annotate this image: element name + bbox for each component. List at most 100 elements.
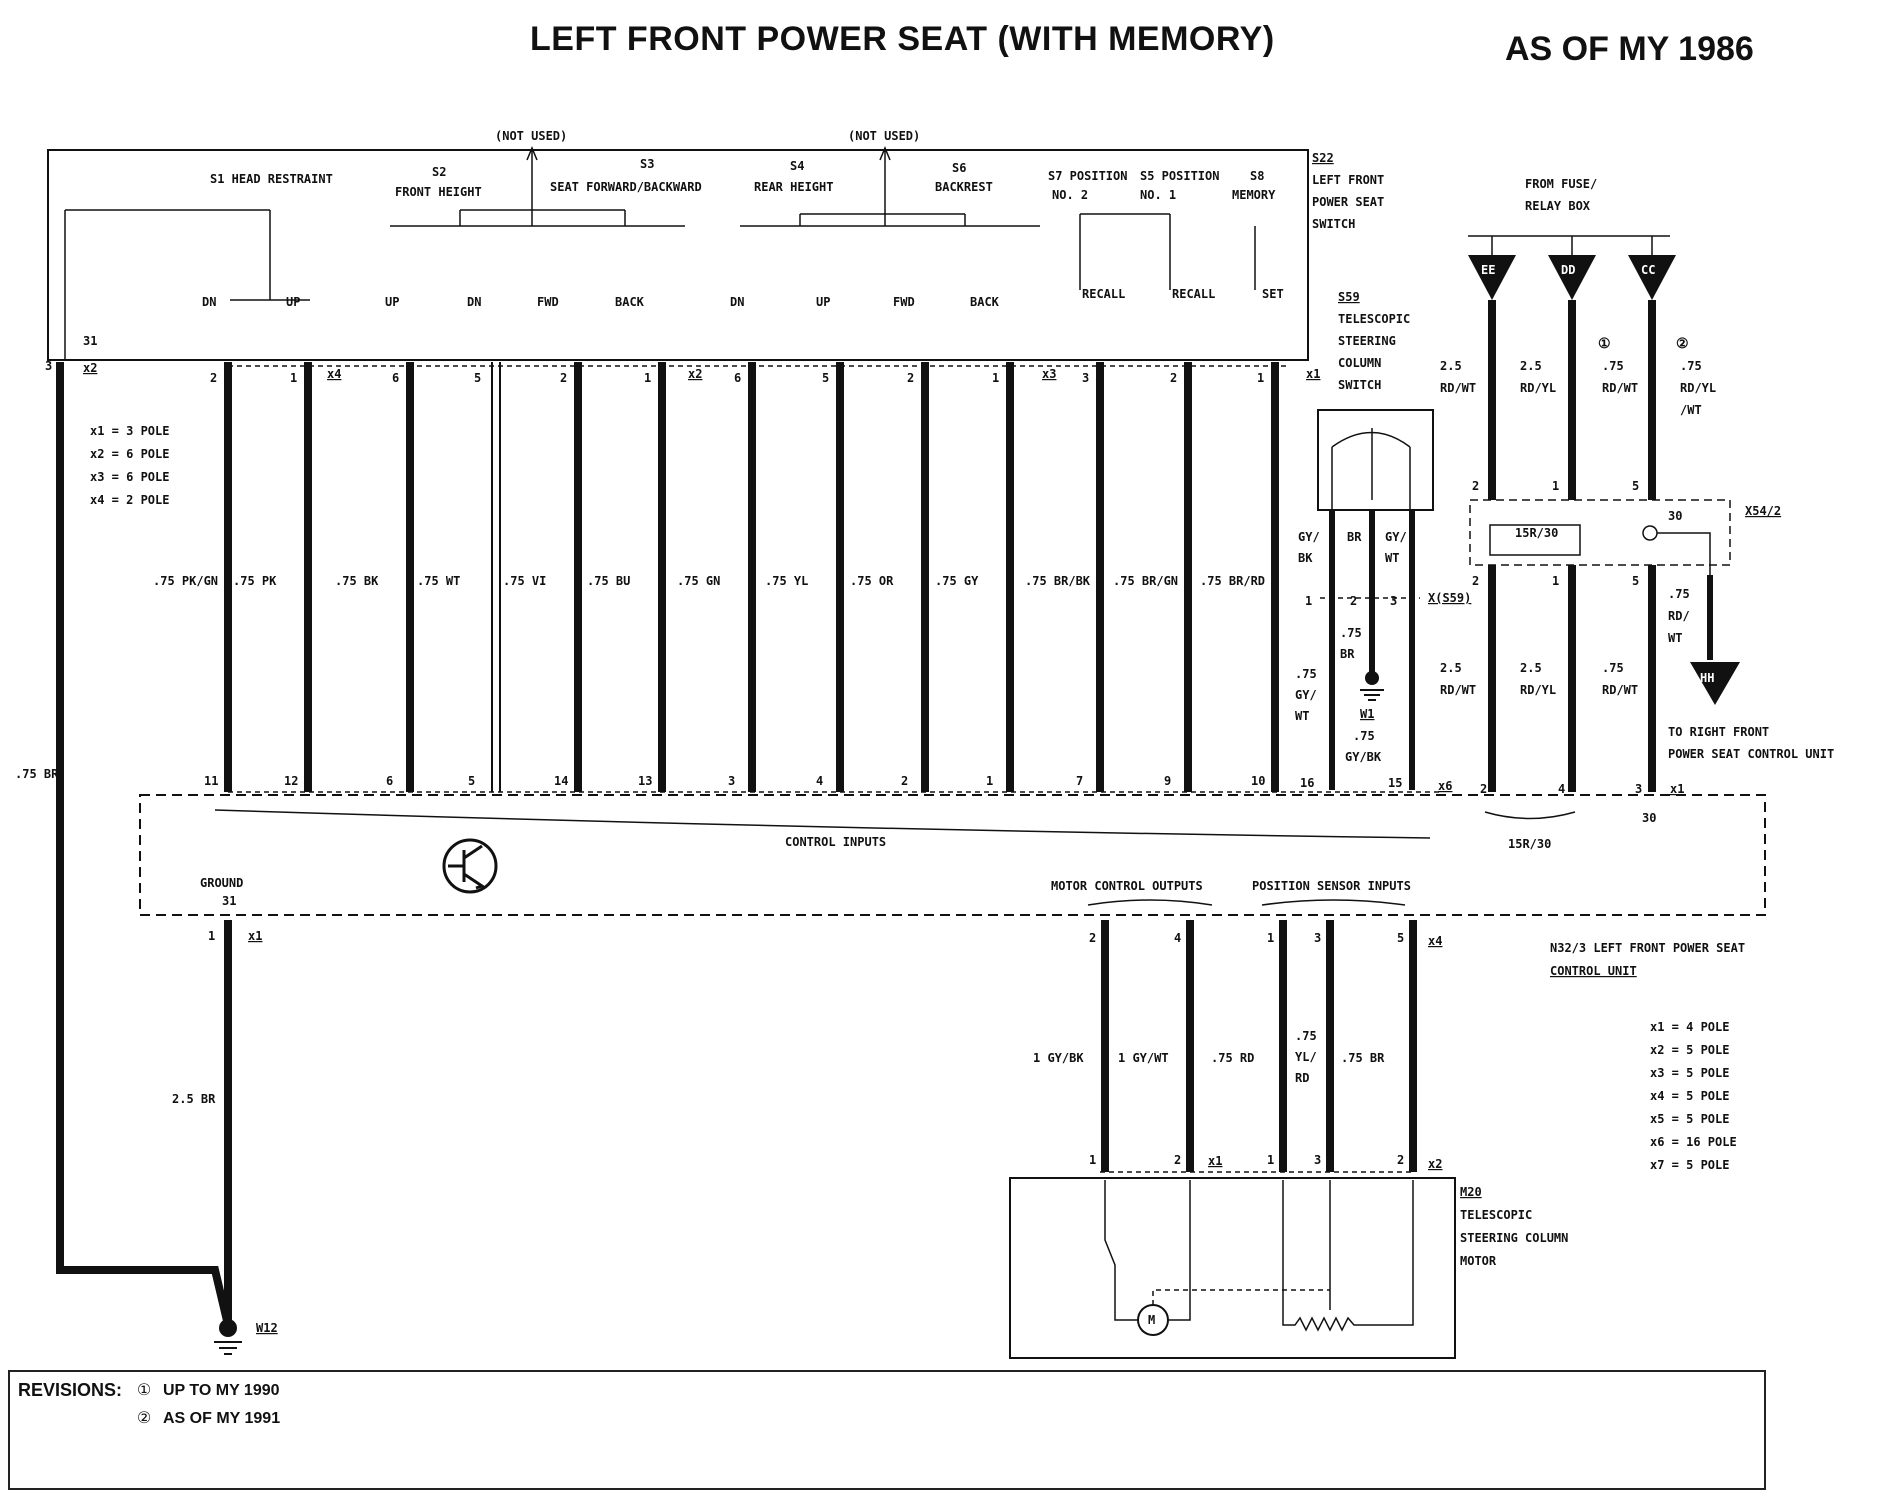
s59-pin-15: 15 <box>1388 776 1402 790</box>
switch-label-s2: FRONT HEIGHT <box>395 185 482 199</box>
pos-up-3: UP <box>816 295 830 309</box>
wire-label-8: .75 YL <box>765 574 808 588</box>
cu-tag-x4: x4 <box>1428 934 1442 948</box>
pos-up-1: UP <box>286 295 300 309</box>
fuse-terminals: EE22DD11CC552.5RD/WT2.5RD/YL.75RD/WT.75R… <box>1440 236 1716 792</box>
output-braces <box>1087 899 1406 906</box>
lower-wire-pin-top-3: 1 <box>1267 931 1274 945</box>
wire-pin-top-2: 1 <box>290 371 297 385</box>
fuse-terminal-ee <box>1468 255 1516 300</box>
motor-tag-x1: x1 <box>1208 1154 1222 1168</box>
s22-name: S22 <box>1312 151 1334 165</box>
control-inputs-label: CONTROL INPUTS <box>785 835 886 849</box>
s59-w-wt: WT <box>1385 551 1399 565</box>
x54-link <box>1657 532 1711 575</box>
motor-link <box>1152 1289 1330 1305</box>
s59-desc-1: TELESCOPIC <box>1338 312 1410 326</box>
switch-label-s1: S1 HEAD RESTRAINT <box>210 172 333 186</box>
s59-w-br: BR <box>1347 530 1362 544</box>
fuse-pin-b4: 4 <box>1558 782 1565 796</box>
ground-w12: W12 <box>256 1321 278 1335</box>
fuse-wire-label-1: 2.5 <box>1440 359 1462 373</box>
x54-box <box>1469 499 1731 566</box>
potentiometer <box>1282 1180 1414 1332</box>
switch-label-s5-top: S5 POSITION <box>1140 169 1219 183</box>
switch-label-s4: REAR HEIGHT <box>754 180 833 194</box>
fuse-lower-wire-label-4: RD/YL <box>1520 683 1556 697</box>
switch-label-s5: NO. 1 <box>1140 188 1176 202</box>
s59-box <box>1317 409 1434 511</box>
pos-recall-2: RECALL <box>1172 287 1215 301</box>
motor-tag-x2: x2 <box>1428 1157 1442 1171</box>
fuse-pin-1: 2 <box>1472 479 1479 493</box>
wire-label-11: .75 BR/BK <box>1025 574 1091 588</box>
lower-wire-label-4-2: YL/ <box>1295 1050 1317 1064</box>
x54-terminal <box>1642 525 1658 541</box>
fuse-terminal-dd <box>1548 255 1596 300</box>
wire-pin-top-11: 3 <box>1082 371 1089 385</box>
lower-wire-pin-bottom-3: 1 <box>1267 1153 1274 1167</box>
ground-lower-tag: x1 <box>248 929 262 943</box>
fuse-wire-label-3: 2.5 <box>1520 359 1542 373</box>
pos-recall-1: RECALL <box>1082 287 1125 301</box>
lower-wire-label-5: .75 BR <box>1341 1051 1385 1065</box>
fuse-terminal-label-dd: DD <box>1561 263 1575 277</box>
fuse-pin-lower-1: 2 <box>1472 574 1479 588</box>
lower-wire-label-1: 1 GY/BK <box>1033 1051 1084 1065</box>
fuse-pin-2: 1 <box>1552 479 1559 493</box>
fuse-wire-label-8: RD/YL <box>1680 381 1716 395</box>
tag-x3: x3 <box>1042 367 1056 381</box>
lower-wire-pin-top-1: 2 <box>1089 931 1096 945</box>
ground-wire-left <box>56 362 232 1326</box>
ground-pin-3: 3 <box>45 359 52 373</box>
transistor-symbol <box>442 838 498 894</box>
switch-label-s8: MEMORY <box>1232 188 1276 202</box>
s22-desc-2: POWER SEAT <box>1312 195 1384 209</box>
x54-inner-15r: 15R/30 <box>1515 526 1558 540</box>
fuse-wire-label-5: .75 <box>1602 359 1624 373</box>
tag-x4: x4 <box>327 367 341 381</box>
fuse-wire-label-6: RD/WT <box>1602 381 1638 395</box>
left-legend-1: x1 = 3 POLE <box>90 424 169 438</box>
wire-label-9: .75 OR <box>850 574 894 588</box>
wire-pin-top-12: 2 <box>1170 371 1177 385</box>
sensor-inputs-label: POSITION SENSOR INPUTS <box>1252 879 1411 893</box>
fuse-pin-3: 5 <box>1632 479 1639 493</box>
wire-pin-top-5: 2 <box>560 371 567 385</box>
fuse-lower-wire-label-5: .75 <box>1602 661 1624 675</box>
lower-wire-label-3: .75 RD <box>1211 1051 1254 1065</box>
wire-label-4: .75 WT <box>417 574 460 588</box>
fuse-pin-lower-3: 5 <box>1632 574 1639 588</box>
fuse-lower-wire-label-7: .75 <box>1668 587 1690 601</box>
pos-back-2: BACK <box>970 295 1000 309</box>
page-title: LEFT FRONT POWER SEAT (WITH MEMORY) <box>530 20 1275 58</box>
tag-x2-top: x2 <box>688 367 702 381</box>
page-subtitle: AS OF MY 1986 <box>1505 30 1754 68</box>
left-legend-2: x2 = 6 POLE <box>90 447 169 461</box>
switch-label-s4-top: S4 <box>790 159 804 173</box>
switch-label-s7: NO. 2 <box>1052 188 1088 202</box>
fuse-terminal-cc <box>1628 255 1676 300</box>
motor-outputs-label: MOTOR CONTROL OUTPUTS <box>1051 879 1203 893</box>
wire-pin-bottom-10: 1 <box>986 774 993 788</box>
wire-pin-top-9: 2 <box>907 371 914 385</box>
right-legend-2: x2 = 5 POLE <box>1650 1043 1729 1057</box>
fuse-pin-lower-2: 1 <box>1552 574 1559 588</box>
fuse-label-1: FROM FUSE/ <box>1525 177 1597 191</box>
left-legend-4: x4 = 2 POLE <box>90 493 169 507</box>
right-legend-5: x5 = 5 POLE <box>1650 1112 1729 1126</box>
right-legend-7: x7 = 5 POLE <box>1650 1158 1729 1172</box>
wire-pin-bottom-9: 2 <box>901 774 908 788</box>
s59-wb-6: .75 <box>1353 729 1375 743</box>
x54-inner-30: 30 <box>1668 509 1682 523</box>
lower-wire-pin-top-4: 3 <box>1314 931 1321 945</box>
lower-wire-pin-top-5: 5 <box>1397 931 1404 945</box>
s59-pin-1: 1 <box>1305 594 1312 608</box>
switch-label-s8-top: S8 <box>1250 169 1264 183</box>
wire-label-10: .75 GY <box>935 574 979 588</box>
s59-pin-3: 3 <box>1390 594 1397 608</box>
tag-x1-top: x1 <box>1306 367 1320 381</box>
revision-mark-1: ① <box>136 1382 152 1399</box>
